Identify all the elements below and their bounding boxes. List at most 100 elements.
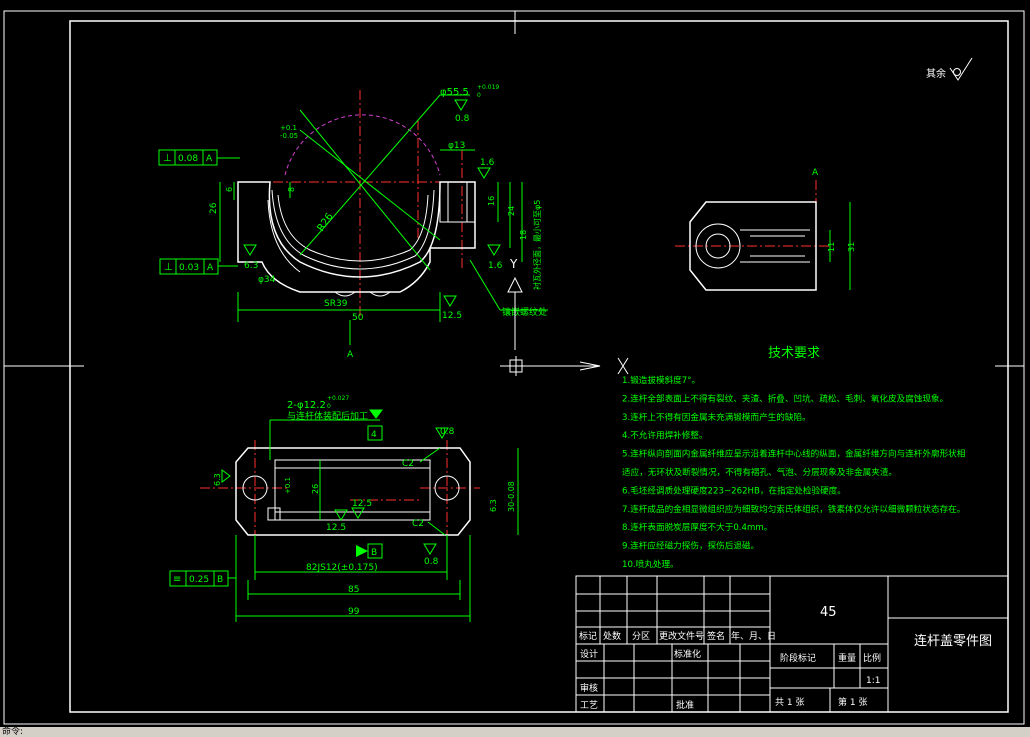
tech-req-title: 技术要求 <box>768 346 820 361</box>
svg-text:比例: 比例 <box>863 652 881 664</box>
svg-text:8: 8 <box>287 187 296 192</box>
svg-text:82JS12(±0.175): 82JS12(±0.175) <box>306 563 378 573</box>
svg-text:2-φ12.2: 2-φ12.2 <box>287 400 326 411</box>
tech-req-item: 6.毛坯经调质处理硬度223~262HB，在指定处检验硬度。 <box>622 484 846 496</box>
svg-text:0: 0 <box>477 92 481 99</box>
tech-req-item: 适应，无环状及断裂情况，不得有褶孔、气泡、分层现象及非金属夹渣。 <box>622 466 897 478</box>
svg-text:阶段标记: 阶段标记 <box>780 652 816 664</box>
svg-text:镶嵌螺纹处: 镶嵌螺纹处 <box>502 306 547 318</box>
svg-text:12.5: 12.5 <box>326 523 346 533</box>
svg-text:C2: C2 <box>402 459 414 469</box>
svg-text:衬瓦外径面，最小可至φ5: 衬瓦外径面，最小可至φ5 <box>532 200 542 290</box>
svg-text:45: 45 <box>820 605 837 620</box>
tech-requirements: 技术要求 1.锻造拔模斜度7°。 2.连杆全部表面上不得有裂纹、夹渣、折叠、凹坑、… <box>622 346 965 570</box>
svg-text:0.8: 0.8 <box>424 557 439 567</box>
svg-text:+0.1: +0.1 <box>280 124 297 132</box>
svg-text:26: 26 <box>311 484 320 494</box>
svg-text:85: 85 <box>348 585 359 595</box>
svg-text:R26: R26 <box>315 211 335 233</box>
tech-req-item: 8.连杆表面脱炭层厚度不大于0.4mm。 <box>622 521 772 533</box>
svg-text:⊥: ⊥ <box>164 262 173 273</box>
command-prompt: 命令: <box>2 727 24 737</box>
svg-text:A: A <box>207 263 214 273</box>
svg-text:设计: 设计 <box>580 648 598 660</box>
svg-text:+0.027: +0.027 <box>327 395 349 402</box>
svg-text:审核: 审核 <box>580 682 598 694</box>
svg-text:A: A <box>206 154 213 164</box>
svg-text:工艺: 工艺 <box>580 700 598 711</box>
svg-text:30-0.08: 30-0.08 <box>507 481 516 512</box>
crosshair-cursor <box>500 356 629 376</box>
svg-text:50: 50 <box>352 313 364 323</box>
svg-text:Y: Y <box>509 257 518 271</box>
tech-req-item: 7.连杆成品的金相显微组织应为细致均匀索氏体组织，铁素体仅允许以细微颗粒状态存在… <box>622 503 965 515</box>
svg-text:12.5: 12.5 <box>352 499 372 509</box>
svg-text:11: 11 <box>827 242 836 252</box>
phantom-circle <box>284 114 441 176</box>
svg-text:签名: 签名 <box>707 630 725 642</box>
svg-text:φ55.5: φ55.5 <box>440 87 469 98</box>
svg-text:标记: 标记 <box>579 630 597 642</box>
svg-text:⊥: ⊥ <box>163 153 172 164</box>
svg-text:年、月、日: 年、月、日 <box>731 630 776 642</box>
svg-text:16: 16 <box>487 196 496 206</box>
tech-req-item: 4.不允许用焊补修整。 <box>622 429 708 441</box>
svg-text:≡: ≡ <box>173 574 181 585</box>
svg-text:31: 31 <box>847 242 856 252</box>
svg-text:12.5: 12.5 <box>442 311 462 321</box>
front-view: φ55.5 +0.019 0 0.8 φ13 +0.1 -0.05 R26 φ3… <box>209 84 548 360</box>
ftol-box-1: ⊥ 0.08 A <box>158 149 240 166</box>
svg-text:26: 26 <box>209 202 219 214</box>
svg-text:A: A <box>812 168 819 178</box>
svg-text:+0.1: +0.1 <box>284 477 292 494</box>
svg-text:6.3: 6.3 <box>213 473 222 486</box>
outer-frame <box>3 10 1025 725</box>
svg-text:其余: 其余 <box>926 67 946 80</box>
svg-text:6.3: 6.3 <box>489 499 498 512</box>
tech-req-item: 1.锻造拔模斜度7°。 <box>622 374 700 386</box>
svg-text:共 1 张: 共 1 张 <box>775 697 804 708</box>
svg-text:与连杆体装配后加工: 与连杆体装配后加工 <box>287 410 368 422</box>
title-block-text: 45 连杆盖零件图 标记 处数 分区 更改文件号 签名 年、月、日 设计 标准化… <box>579 605 992 711</box>
svg-text:18: 18 <box>519 230 528 240</box>
svg-text:+0.019: +0.019 <box>477 84 499 91</box>
svg-text:φ13: φ13 <box>448 141 465 151</box>
svg-text:处数: 处数 <box>603 630 621 642</box>
svg-text:24: 24 <box>507 206 516 216</box>
svg-text:6.3: 6.3 <box>244 261 258 271</box>
title-block <box>575 575 1009 713</box>
svg-text:0: 0 <box>327 403 331 410</box>
svg-text:分区: 分区 <box>632 631 650 642</box>
svg-text:1.6: 1.6 <box>488 261 503 271</box>
tech-req-item: 3.连杆上不得有因金属未充满锻模而产生的缺陷。 <box>622 411 811 423</box>
svg-text:A: A <box>347 350 354 360</box>
svg-text:1:1: 1:1 <box>866 676 880 686</box>
svg-text:B: B <box>217 575 223 585</box>
svg-text:批准: 批准 <box>676 699 694 711</box>
svg-text:-0.05: -0.05 <box>280 132 298 140</box>
svg-text:C2: C2 <box>412 519 424 529</box>
svg-text:重量: 重量 <box>838 652 856 664</box>
tech-req-item: 10.喷丸处理。 <box>622 558 679 570</box>
tech-req-item: 2.连杆全部表面上不得有裂纹、夹渣、折叠、凹坑、疏松、毛刺、氧化皮及腐蚀现象。 <box>622 392 948 404</box>
tech-req-item: 9.连杆应经磁力探伤，探伤后退磁。 <box>622 540 759 552</box>
svg-text:0.08: 0.08 <box>178 154 198 164</box>
svg-text:1.6: 1.6 <box>480 158 495 168</box>
top-view: 2-φ12.2 +0.027 0 与连杆体装配后加工 4 0.8 C2 C2 6… <box>200 395 519 622</box>
svg-text:99: 99 <box>348 607 360 617</box>
svg-text:0.8: 0.8 <box>440 427 455 437</box>
svg-text:0.03: 0.03 <box>179 263 199 273</box>
tech-req-item: 5.连杆纵向剖面内金属纤维应呈示沿着连杆中心线的纵面，金属纤维方向与连杆外廓形状… <box>622 448 965 460</box>
command-line[interactable]: 命令: <box>0 727 1030 737</box>
svg-text:0.25: 0.25 <box>189 575 209 585</box>
roughness-note: 其余 <box>926 57 973 81</box>
svg-text:第 1 张: 第 1 张 <box>838 696 867 708</box>
side-view: A 11 31 <box>675 168 856 291</box>
svg-text:更改文件号: 更改文件号 <box>659 630 704 642</box>
ftol-box-2: ⊥ 0.03 A <box>159 258 238 275</box>
svg-text:B: B <box>371 548 377 558</box>
svg-text:6: 6 <box>225 187 234 192</box>
svg-text:标准化: 标准化 <box>674 648 701 660</box>
